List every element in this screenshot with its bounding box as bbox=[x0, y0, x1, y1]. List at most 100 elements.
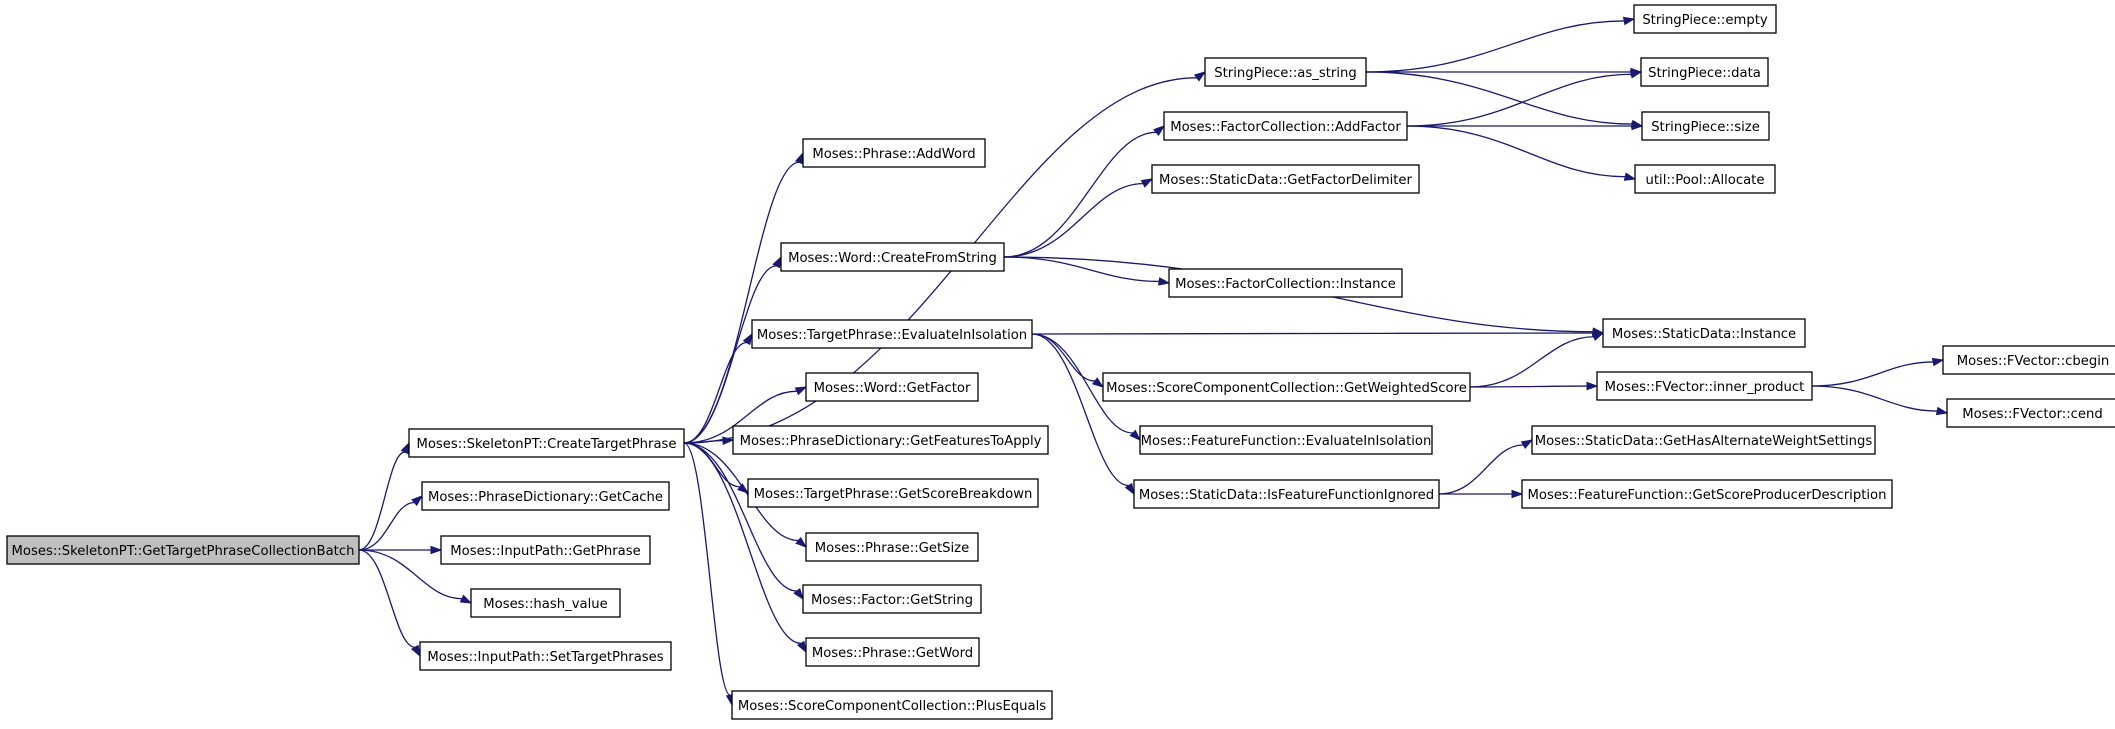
graph-node[interactable]: Moses::TargetPhrase::GetScoreBreakdown bbox=[747, 478, 1039, 508]
graph-node[interactable]: Moses::StaticData::IsFeatureFunctionIgno… bbox=[1133, 479, 1440, 509]
graph-node[interactable]: Moses::TargetPhrase::EvaluateInIsolation bbox=[751, 319, 1033, 349]
graph-node-box bbox=[1531, 425, 1876, 455]
graph-edge bbox=[683, 386, 808, 444]
call-graph-edges bbox=[358, 16, 1949, 707]
graph-edge bbox=[683, 151, 804, 444]
graph-node-label: Moses::FactorCollection::Instance bbox=[1175, 277, 1396, 292]
graph-edge-arrowhead bbox=[1931, 357, 1945, 367]
graph-node[interactable]: StringPiece::empty bbox=[1633, 4, 1777, 34]
graph-node[interactable]: Moses::FVector::cbegin bbox=[1942, 345, 2115, 375]
graph-node-box bbox=[1521, 479, 1893, 509]
graph-edge-line bbox=[1469, 336, 1594, 388]
graph-edge-arrowhead bbox=[1140, 178, 1154, 188]
graph-node-box bbox=[731, 690, 1053, 720]
graph-edge-line bbox=[683, 341, 747, 444]
graph-node[interactable]: Moses::FeatureFunction::GetScoreProducer… bbox=[1521, 479, 1893, 509]
graph-edge-line bbox=[683, 161, 800, 444]
graph-node-box bbox=[1602, 318, 1806, 348]
graph-edge-arrowhead bbox=[1631, 121, 1644, 131]
graph-edge-line bbox=[683, 442, 799, 542]
graph-edge bbox=[683, 332, 753, 444]
graph-node-box bbox=[408, 428, 685, 458]
graph-edge-line bbox=[1406, 125, 1626, 178]
graph-edge bbox=[1406, 125, 1637, 181]
graph-edge bbox=[1003, 125, 1166, 258]
graph-node[interactable]: Moses::InputPath::GetPhrase bbox=[440, 535, 651, 565]
graph-node-box bbox=[1641, 111, 1770, 141]
graph-edge-line bbox=[683, 442, 797, 592]
graph-node[interactable]: Moses::FactorCollection::Instance bbox=[1168, 268, 1403, 298]
graph-node[interactable]: Moses::PhraseDictionary::GetFeaturesToAp… bbox=[732, 425, 1049, 455]
graph-node[interactable]: Moses::Word::CreateFromString bbox=[780, 242, 1005, 272]
graph-node[interactable]: Moses::Phrase::GetWord bbox=[805, 637, 980, 667]
graph-node[interactable]: StringPiece::size bbox=[1641, 111, 1770, 141]
graph-node-box bbox=[1942, 345, 2115, 375]
graph-node-label: Moses::PhraseDictionary::GetCache bbox=[428, 490, 663, 505]
graph-node[interactable]: Moses::FVector::cend bbox=[1946, 398, 2115, 428]
graph-node[interactable]: util::Pool::Allocate bbox=[1634, 164, 1776, 194]
graph-edge bbox=[1406, 70, 1643, 127]
graph-node[interactable]: Moses::StaticData::Instance bbox=[1602, 318, 1806, 348]
graph-node[interactable]: Moses::Phrase::AddWord bbox=[802, 138, 986, 168]
graph-node-box bbox=[1634, 164, 1776, 194]
graph-node[interactable]: Moses::FeatureFunction::EvaluateInIsolat… bbox=[1139, 425, 1433, 455]
graph-edge-line bbox=[358, 501, 415, 551]
graph-node[interactable]: Moses::StaticData::GetFactorDelimiter bbox=[1151, 164, 1420, 194]
graph-node-label: Moses::SkeletonPT::GetTargetPhraseCollec… bbox=[12, 544, 355, 559]
graph-node[interactable]: StringPiece::data bbox=[1640, 57, 1769, 87]
graph-node-label: Moses::hash_value bbox=[483, 597, 607, 612]
graph-edge-line bbox=[358, 549, 416, 648]
graph-edge bbox=[1031, 328, 1605, 338]
graph-node-label: Moses::PhraseDictionary::GetFeaturesToAp… bbox=[740, 434, 1042, 449]
graph-node-box bbox=[805, 372, 979, 402]
graph-node[interactable]: Moses::InputPath::SetTargetPhrases bbox=[419, 641, 672, 671]
graph-node-box bbox=[1204, 57, 1367, 87]
graph-edge-line bbox=[1365, 20, 1625, 73]
graph-node[interactable]: Moses::StaticData::GetHasAlternateWeight… bbox=[1531, 425, 1876, 455]
graph-edge bbox=[1003, 178, 1154, 258]
graph-edge-arrowhead bbox=[795, 536, 808, 548]
graph-node[interactable]: Moses::PhraseDictionary::GetCache bbox=[421, 481, 670, 511]
graph-node[interactable]: Moses::ScoreComponentCollection::PlusEqu… bbox=[731, 690, 1053, 720]
graph-edge-line bbox=[358, 549, 462, 600]
graph-node-box bbox=[802, 138, 986, 168]
graph-node-box bbox=[6, 535, 360, 565]
graph-edge-arrowhead bbox=[411, 495, 424, 507]
graph-edge-line bbox=[1469, 385, 1588, 388]
graph-edge-line bbox=[683, 265, 777, 444]
graph-node-label: Moses::InputPath::GetPhrase bbox=[450, 544, 641, 559]
graph-node-label: Moses::Word::GetFactor bbox=[814, 381, 971, 396]
graph-node[interactable]: Moses::SkeletonPT::GetTargetPhraseCollec… bbox=[6, 535, 360, 565]
graph-node-label: StringPiece::data bbox=[1648, 66, 1761, 81]
graph-node-label: Moses::Phrase::GetSize bbox=[815, 541, 969, 556]
graph-node-box bbox=[470, 588, 621, 618]
graph-edge-arrowhead bbox=[411, 644, 421, 658]
graph-node-label: StringPiece::as_string bbox=[1214, 66, 1356, 81]
graph-node[interactable]: Moses::Factor::GetString bbox=[802, 584, 982, 614]
graph-edge bbox=[358, 545, 443, 555]
graph-node-box bbox=[1946, 398, 2115, 428]
graph-node-label: Moses::FactorCollection::AddFactor bbox=[1170, 120, 1401, 135]
graph-edge-arrowhead bbox=[1129, 429, 1142, 442]
graph-edge-line bbox=[358, 451, 405, 551]
graph-node[interactable]: Moses::Word::GetFactor bbox=[805, 372, 979, 402]
graph-edge bbox=[1438, 439, 1534, 495]
graph-edge bbox=[1811, 357, 1945, 387]
graph-node[interactable]: Moses::SkeletonPT::CreateTargetPhrase bbox=[408, 428, 685, 458]
graph-node[interactable]: Moses::ScoreComponentCollection::GetWeig… bbox=[1102, 372, 1471, 402]
graph-node-box bbox=[1102, 372, 1471, 402]
graph-node[interactable]: Moses::hash_value bbox=[470, 588, 621, 618]
graph-edge bbox=[1439, 489, 1524, 499]
graph-node-box bbox=[1133, 479, 1440, 509]
graph-node-box bbox=[419, 641, 672, 671]
graph-edge-arrowhead bbox=[1591, 332, 1605, 341]
graph-edge-arrowhead bbox=[1153, 125, 1166, 136]
graph-node[interactable]: Moses::Phrase::GetSize bbox=[805, 532, 979, 562]
graph-node-label: Moses::Word::CreateFromString bbox=[788, 251, 997, 266]
graph-node[interactable]: StringPiece::as_string bbox=[1204, 57, 1367, 87]
graph-node[interactable]: Moses::FactorCollection::AddFactor bbox=[1163, 111, 1408, 141]
graph-node-box bbox=[751, 319, 1033, 349]
graph-node[interactable]: Moses::FVector::inner_product bbox=[1596, 371, 1813, 401]
graph-edge bbox=[1031, 333, 1135, 496]
graph-edge-line bbox=[683, 442, 801, 645]
